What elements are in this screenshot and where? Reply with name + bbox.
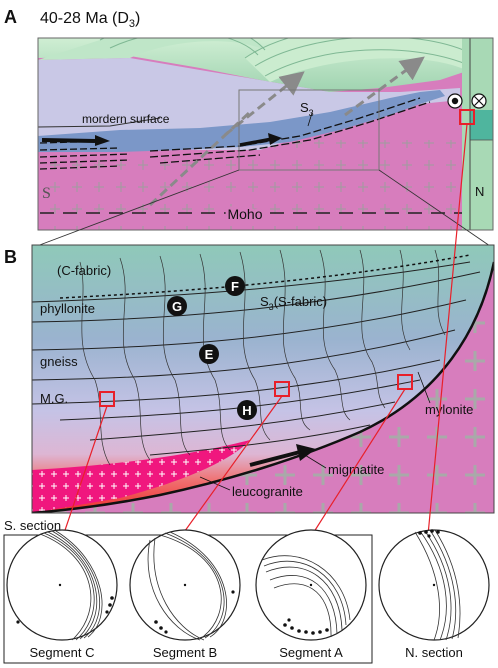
s-fabric-lines [79, 249, 446, 466]
n-label: N [475, 184, 484, 199]
surface-label: mordern surface [82, 112, 170, 126]
stereonet-label-b: Segment B [153, 645, 217, 660]
s3-label-a: S3 [300, 100, 314, 118]
marker-h: H [237, 400, 257, 420]
mg-label: M.G. [40, 391, 68, 406]
panel-a-letter: A [4, 7, 17, 27]
stereonet-segment-a: Segment A [255, 529, 367, 660]
stereonet-label-n: N. section [405, 645, 463, 660]
marker-f: F [225, 276, 245, 296]
marker-g: G [167, 296, 187, 316]
shear-boundary [32, 261, 494, 513]
shear-lines [39, 97, 431, 170]
c-fabric-line [59, 254, 471, 299]
panel-a-title: 40-28 Ma (D3) [40, 10, 140, 30]
svg-text:F: F [231, 279, 239, 294]
stereonet-segment-c: Segment C [6, 529, 118, 660]
upper-crust-layer [38, 58, 460, 150]
stereonet-label-c: Segment C [29, 645, 94, 660]
zoom-box [238, 89, 380, 171]
svg-text:H: H [242, 403, 251, 418]
leucogranite-label: leucogranite [232, 484, 303, 499]
stereonet-segment-b: Segment B [129, 529, 241, 660]
s-fabric-label: S3(S-fabric) [260, 294, 327, 312]
phyllonite-label: phyllonite [40, 301, 95, 316]
svg-text:G: G [172, 299, 182, 314]
mylonite-label: mylonite [425, 402, 473, 417]
migmatite-label: migmatite [328, 462, 384, 477]
stereonet-n-section: N. section [378, 529, 490, 660]
stereonet-label-a: Segment A [279, 645, 343, 660]
c-fabric-label: (C-fabric) [57, 263, 111, 278]
s-section-label: S. section [4, 518, 61, 533]
granite-pattern [38, 140, 493, 230]
shear-zone-body [32, 245, 494, 513]
moho-label: Moho [227, 206, 262, 222]
marker-e: E [199, 344, 219, 364]
panel-b: F G E H B (C-fabric) phyllonite S3(S-fab… [4, 123, 495, 546]
s-label: S [42, 185, 51, 202]
svg-text:E: E [205, 347, 214, 362]
panel-a: A 40-28 Ma (D3) mordern surface S3 S N M… [4, 7, 494, 247]
gneiss-label: gneiss [40, 354, 78, 369]
panel-b-letter: B [4, 247, 17, 267]
shear-zone-band [38, 90, 445, 152]
